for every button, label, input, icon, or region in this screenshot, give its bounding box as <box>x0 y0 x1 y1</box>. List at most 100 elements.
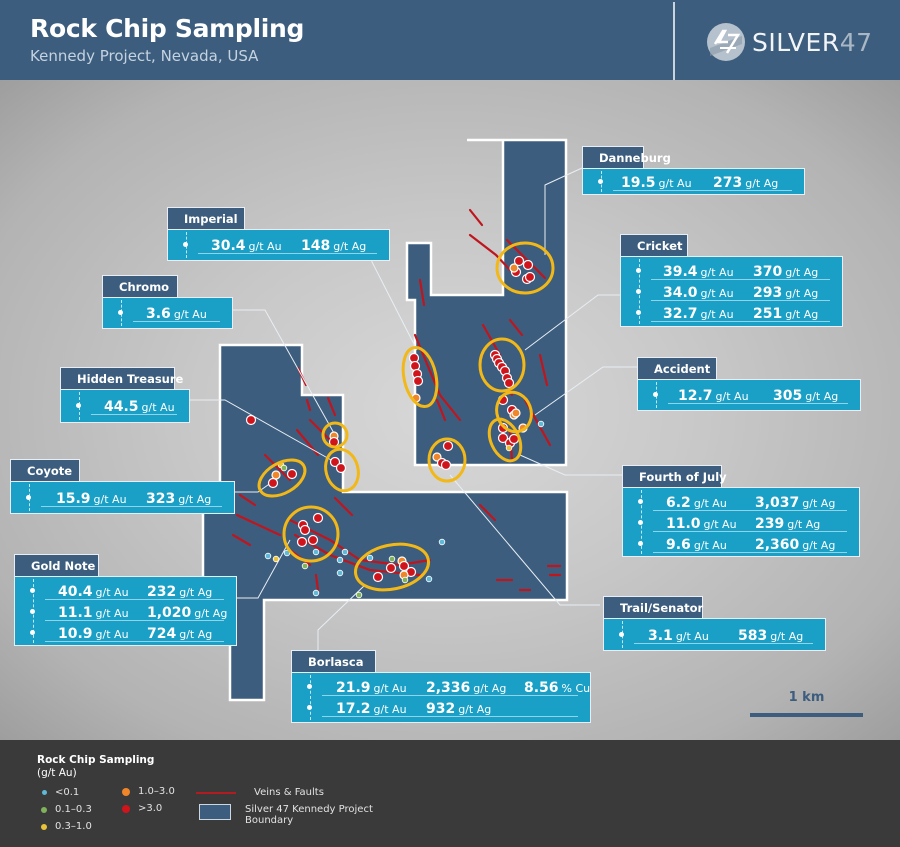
leader-line-accident <box>534 366 637 416</box>
ellipse-coyote <box>257 458 307 498</box>
vein <box>508 318 524 337</box>
ag-value: 932 <box>426 701 456 717</box>
sample-point <box>264 552 272 560</box>
ellipse-trail-senator <box>427 437 467 483</box>
leader-line-fourth-of-july <box>519 454 622 476</box>
ellipse-imperial <box>401 345 439 409</box>
legend-item-0-1-0-3: 0.1–0.3 <box>40 804 92 815</box>
sample-point <box>336 569 344 577</box>
au-value: 15.9 <box>56 491 91 507</box>
sample-point <box>312 512 324 524</box>
callout-label: Chromo <box>102 275 178 297</box>
sample-point <box>503 377 515 389</box>
vein <box>413 333 462 422</box>
leader-line-hidden-treasure <box>190 399 341 466</box>
au-value: 11.1 <box>58 605 93 621</box>
map-canvas <box>190 138 637 702</box>
sample-point <box>329 456 341 468</box>
ag-value: 305 <box>773 388 803 404</box>
legend-item-1-0-3-0: 1.0–3.0 <box>122 786 175 797</box>
au-value: 30.4 <box>211 238 246 254</box>
ag-value: 293 <box>753 285 783 301</box>
ag-value: 370 <box>753 264 783 280</box>
boundary-swatch-icon <box>199 804 231 820</box>
callout-label: Fourth of July <box>622 465 727 487</box>
callout-label: Cricket <box>620 234 688 256</box>
sample-dot-icon <box>41 806 47 813</box>
au-value: 21.9 <box>336 680 371 696</box>
au-value: 6.2 <box>666 495 691 511</box>
sample-point <box>299 524 311 536</box>
callout-label: Accident <box>637 357 717 379</box>
sample-point <box>524 271 536 283</box>
silver47-logo: SILVER47 <box>706 22 873 62</box>
ag-value: 2,336 <box>426 680 471 696</box>
sample-point <box>412 375 424 387</box>
sample-point <box>245 414 257 426</box>
sample-point <box>401 576 409 584</box>
logo-number: 47 <box>839 27 873 57</box>
ellipse-danneburg <box>495 241 555 295</box>
callout-label: Hidden Treasure <box>60 367 183 389</box>
vein <box>305 398 312 412</box>
sample-point <box>366 554 374 562</box>
cu-value: 8.56 <box>524 680 559 696</box>
vein <box>468 208 484 227</box>
sample-point <box>271 470 281 480</box>
callout-label: Borlasca <box>291 650 376 672</box>
ag-value: 323 <box>146 491 176 507</box>
ellipse-fourth-of-july <box>487 417 523 463</box>
sample-point <box>372 571 384 583</box>
vein <box>231 533 252 547</box>
boundary-north <box>405 138 568 467</box>
sample-point <box>388 555 396 563</box>
sample-point <box>286 468 298 480</box>
sample-point <box>312 589 320 597</box>
vein-line-icon <box>196 791 236 794</box>
sample-point <box>280 464 288 472</box>
leader-line-cricket <box>524 294 620 351</box>
au-value: 3.6 <box>146 306 171 322</box>
au-value: 34.0 <box>663 285 698 301</box>
legend-item-lt-0-1: <0.1 <box>40 787 79 798</box>
sample-point <box>442 440 454 452</box>
sample-point <box>336 556 344 564</box>
sample-points <box>245 255 545 599</box>
scale-bar <box>750 713 863 717</box>
page-subtitle: Kennedy Project, Nevada, USA <box>30 47 259 65</box>
sample-point <box>341 548 349 556</box>
sample-point <box>511 408 521 418</box>
legend-title: Rock Chip Sampling <box>37 754 155 766</box>
sample-point <box>301 562 309 570</box>
vein <box>333 496 354 517</box>
logo-text: SILVER <box>752 27 840 57</box>
legend-item-veins: Veins & Faults <box>196 787 324 798</box>
au-value: 11.0 <box>666 516 701 532</box>
ag-value: 2,360 <box>755 537 800 553</box>
ag-value: 583 <box>738 628 768 644</box>
ellipse-borlasca <box>354 542 430 592</box>
sample-dot-icon <box>122 787 130 796</box>
sample-point <box>425 575 433 583</box>
header: Rock Chip Sampling Kennedy Project, Neva… <box>0 0 900 80</box>
vein <box>435 398 447 422</box>
au-value: 32.7 <box>663 306 698 322</box>
sample-point <box>267 477 279 489</box>
leader-line-borlasca <box>317 584 366 650</box>
vein <box>263 453 292 482</box>
au-value: 44.5 <box>104 399 139 415</box>
boundary-south <box>201 343 569 702</box>
